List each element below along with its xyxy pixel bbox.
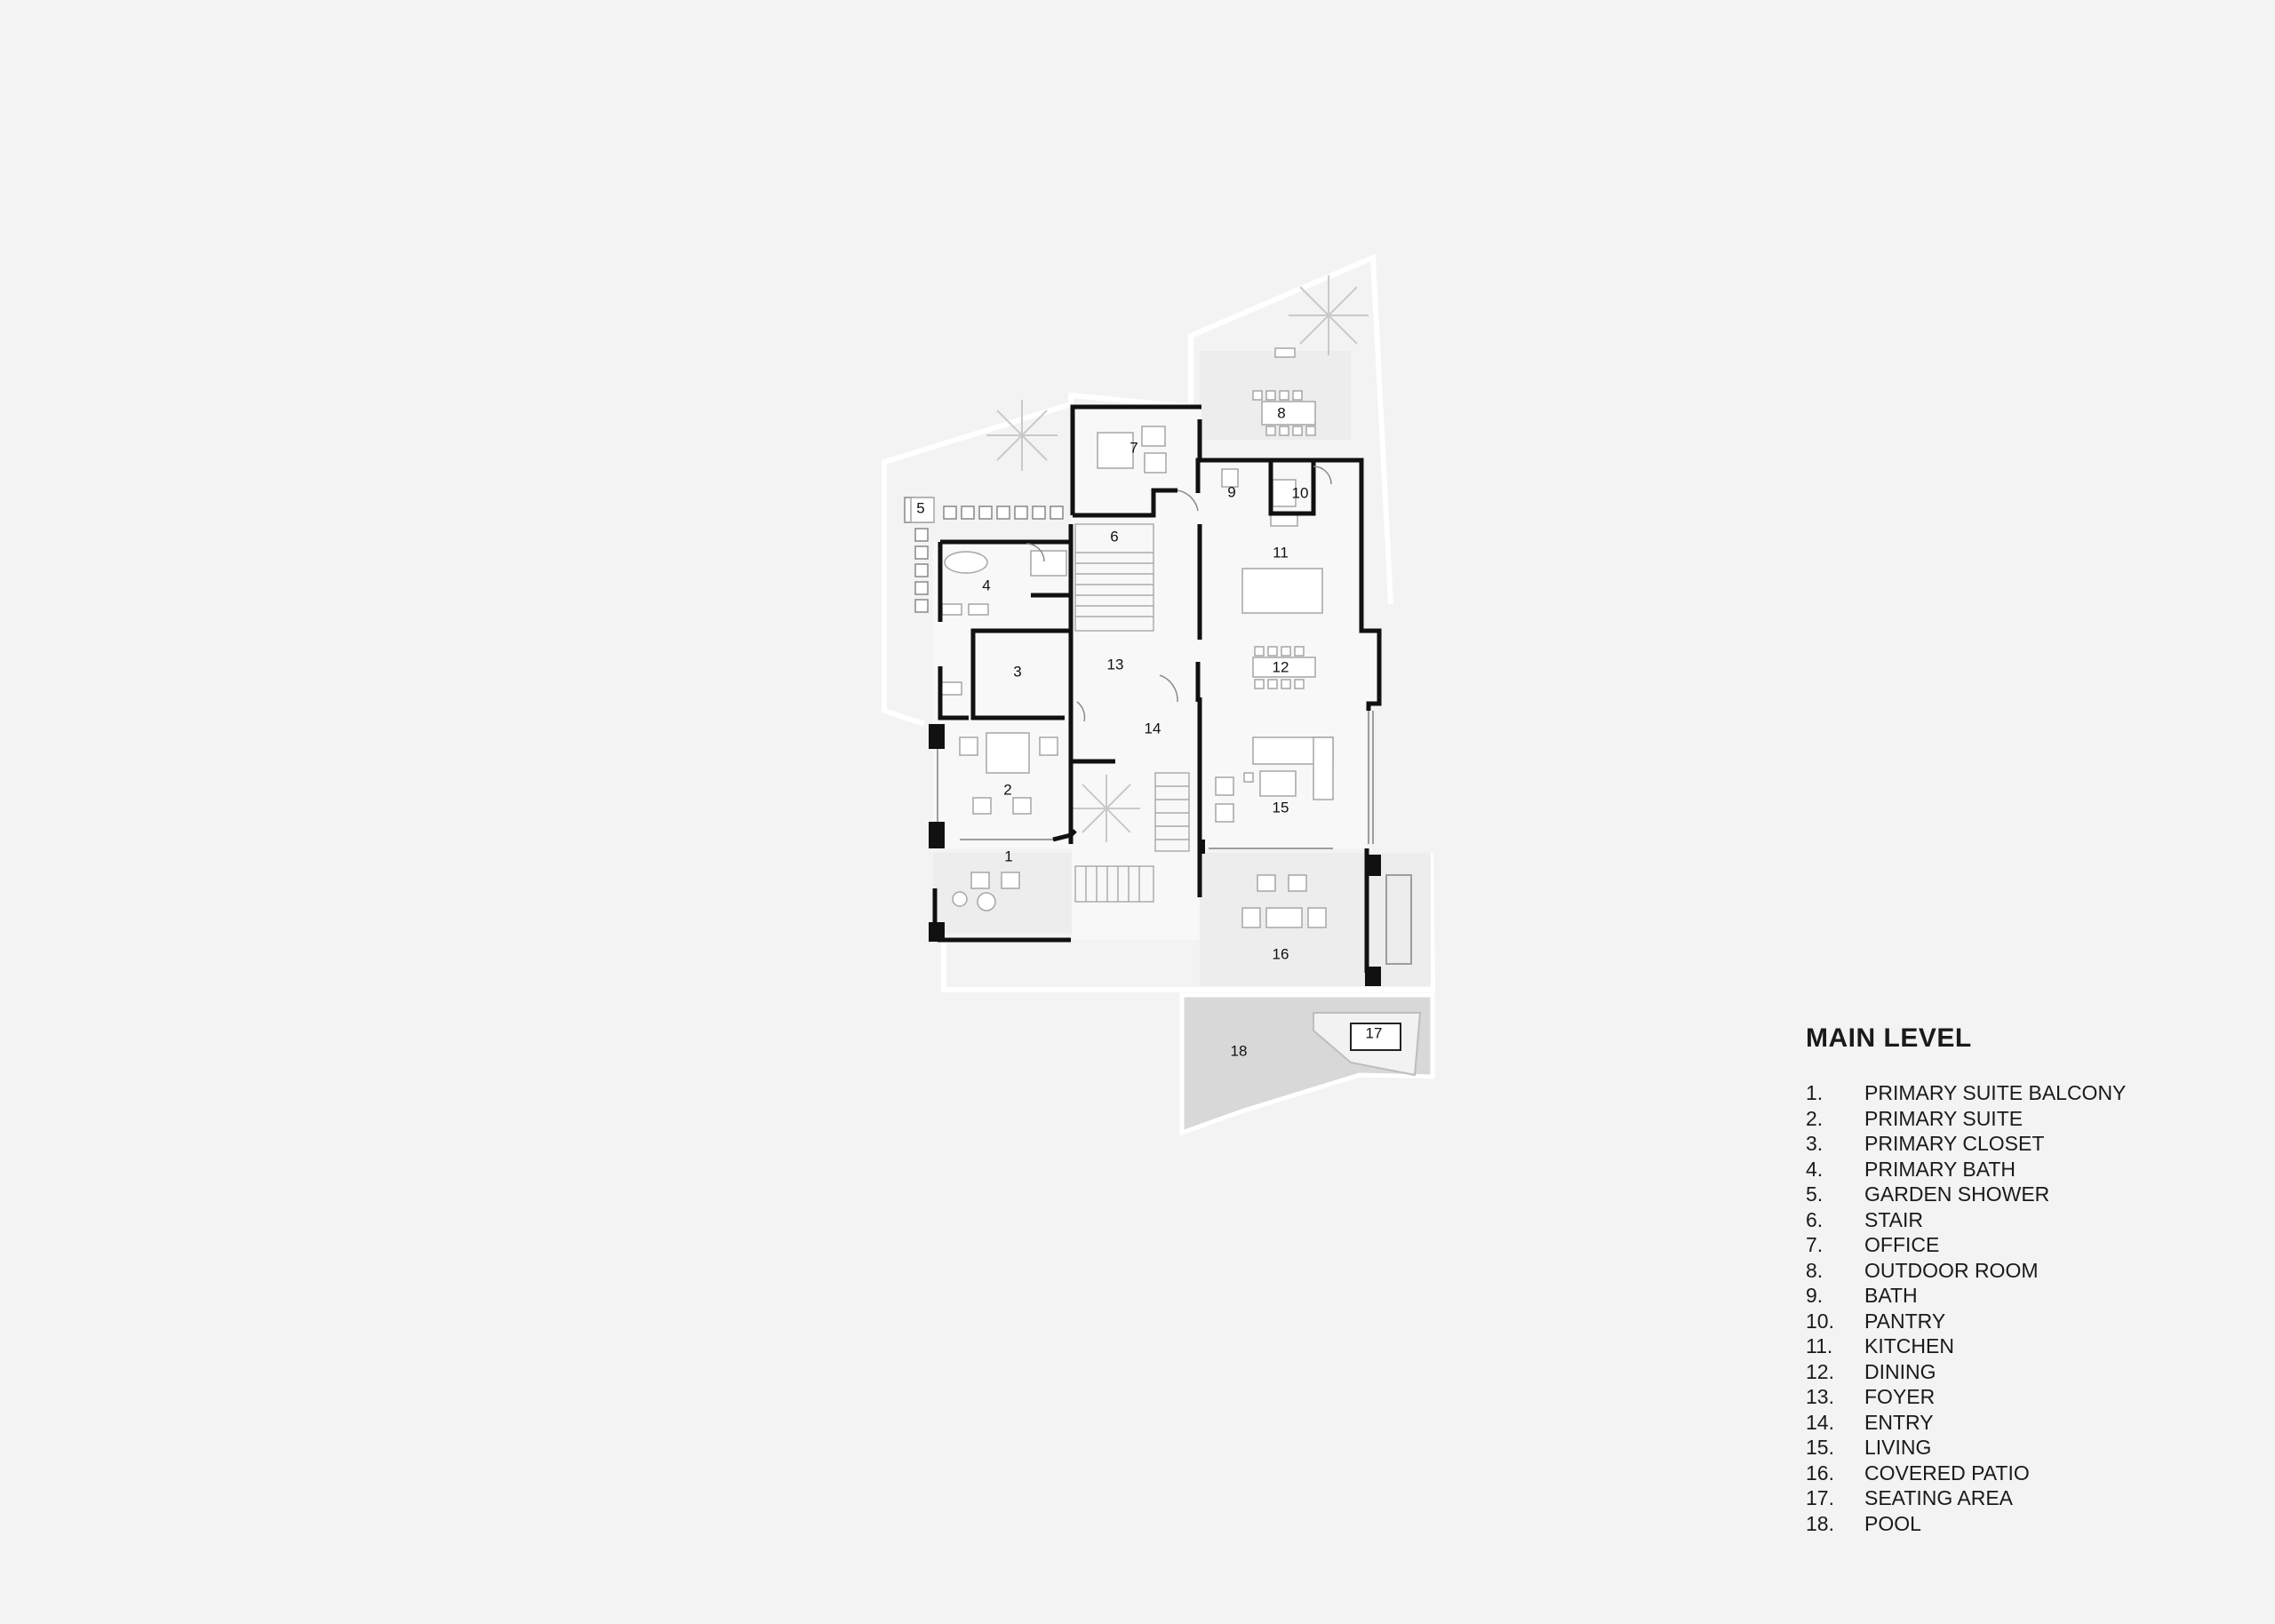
interior-floor [933, 407, 1379, 940]
legend-item-number: 8. [1806, 1258, 1824, 1282]
room-number-14: 14 [1145, 720, 1161, 736]
legend-item-label: PRIMARY SUITE BALCONY [1864, 1081, 2127, 1104]
room-number-13: 13 [1107, 656, 1124, 673]
legend-item-number: 11. [1806, 1334, 1833, 1357]
legend-item-number: 2. [1806, 1106, 1824, 1130]
legend-item-label: LIVING [1864, 1436, 1932, 1459]
room-number-labels: 1 2 3 4 5 6 7 8 9 10 11 12 13 14 15 16 1… [916, 404, 1382, 1059]
legend-item-label: PRIMARY SUITE [1864, 1106, 2024, 1130]
room-number-15: 15 [1273, 799, 1289, 816]
legend-item-number: 3. [1806, 1132, 1824, 1155]
site-outline [882, 253, 1436, 992]
legend-item-number: 4. [1806, 1157, 1824, 1181]
legend-item: 3. PRIMARY CLOSET [1806, 1131, 2126, 1157]
room-number-11: 11 [1273, 544, 1289, 561]
legend: MAIN LEVEL 1. PRIMARY SUITE BALCONY 2. PRIM… [1806, 1023, 2126, 1536]
legend-item: 17. SEATING AREA [1806, 1485, 2126, 1511]
legend-item: 6. STAIR [1806, 1207, 2126, 1233]
legend-item-label: PRIMARY CLOSET [1864, 1132, 2045, 1155]
stair-treads [1074, 523, 1190, 903]
legend-item-label: PRIMARY BATH [1864, 1157, 2016, 1181]
legend-item-label: ENTRY [1864, 1410, 1934, 1434]
legend-item: 18. POOL [1806, 1511, 2126, 1537]
legend-item-label: FOYER [1864, 1385, 1936, 1408]
room-number-3: 3 [1013, 663, 1021, 680]
room-number-5: 5 [916, 499, 924, 516]
room-number-2: 2 [1003, 781, 1011, 798]
legend-item-number: 6. [1806, 1207, 1824, 1231]
legend-item-label: POOL [1864, 1511, 1921, 1535]
legend-item-label: KITCHEN [1864, 1334, 1954, 1357]
legend-item: 13. FOYER [1806, 1384, 2126, 1410]
legend-item-label: OFFICE [1864, 1233, 1940, 1256]
legend-item-label: GARDEN SHOWER [1864, 1182, 2050, 1206]
legend-item-label: SEATING AREA [1864, 1486, 2014, 1509]
legend-item: 4. PRIMARY BATH [1806, 1157, 2126, 1182]
legend-item-label: COVERED PATIO [1864, 1461, 2030, 1485]
legend-item-number: 5. [1806, 1182, 1824, 1206]
furniture [910, 347, 1334, 928]
legend-item-number: 10. [1806, 1309, 1834, 1333]
legend-item-number: 9. [1806, 1284, 1824, 1307]
legend-item: 2. PRIMARY SUITE [1806, 1106, 2126, 1132]
legend-item-number: 7. [1806, 1233, 1824, 1256]
room-number-4: 4 [982, 577, 990, 593]
legend-item: 9. BATH [1806, 1283, 2126, 1309]
room-number-10: 10 [1292, 484, 1309, 501]
room-number-7: 7 [1130, 439, 1138, 456]
legend-item-number: 1. [1806, 1081, 1824, 1104]
legend-item-label: PANTRY [1864, 1309, 1946, 1333]
legend-item-number: 16. [1806, 1461, 1834, 1485]
legend-item: 8. OUTDOOR ROOM [1806, 1258, 2126, 1284]
legend-item-label: BATH [1864, 1284, 1918, 1307]
legend-item: 11. KITCHEN [1806, 1333, 2126, 1359]
room-number-1: 1 [1004, 848, 1012, 864]
room-number-18: 18 [1231, 1042, 1248, 1059]
legend-item: 5. GARDEN SHOWER [1806, 1182, 2126, 1207]
legend-item-label: DINING [1864, 1359, 1936, 1383]
legend-item-number: 13. [1806, 1385, 1834, 1408]
legend-item-number: 14. [1806, 1410, 1834, 1434]
legend-item: 14. ENTRY [1806, 1410, 2126, 1436]
door-swings [1026, 466, 1332, 722]
legend-item-number: 17. [1806, 1486, 1834, 1509]
legend-item-number: 15. [1806, 1436, 1834, 1459]
room-number-17: 17 [1366, 1024, 1383, 1041]
room-number-12: 12 [1273, 658, 1289, 675]
legend-item-number: 18. [1806, 1511, 1834, 1535]
legend-item: 10. PANTRY [1806, 1309, 2126, 1334]
legend-item: 12. DINING [1806, 1359, 2126, 1385]
glazing [937, 711, 1412, 965]
legend-item-label: STAIR [1864, 1207, 1924, 1231]
legend-item-number: 12. [1806, 1359, 1834, 1383]
palm-tree-icons [986, 275, 1369, 842]
columns [929, 724, 1381, 986]
legend-item: 16. COVERED PATIO [1806, 1461, 2126, 1486]
legend-item: 15. LIVING [1806, 1435, 2126, 1461]
legend-title: MAIN LEVEL [1806, 1023, 1972, 1053]
legend-item: 1. PRIMARY SUITE BALCONY [1806, 1080, 2126, 1106]
pool-spa [1350, 1023, 1401, 1051]
room-number-8: 8 [1277, 404, 1285, 421]
legend-item-label: OUTDOOR ROOM [1864, 1258, 2039, 1282]
room-number-6: 6 [1110, 528, 1118, 545]
legend-item: 7. OFFICE [1806, 1232, 2126, 1258]
room-number-16: 16 [1273, 945, 1289, 962]
room-number-9: 9 [1227, 483, 1235, 500]
